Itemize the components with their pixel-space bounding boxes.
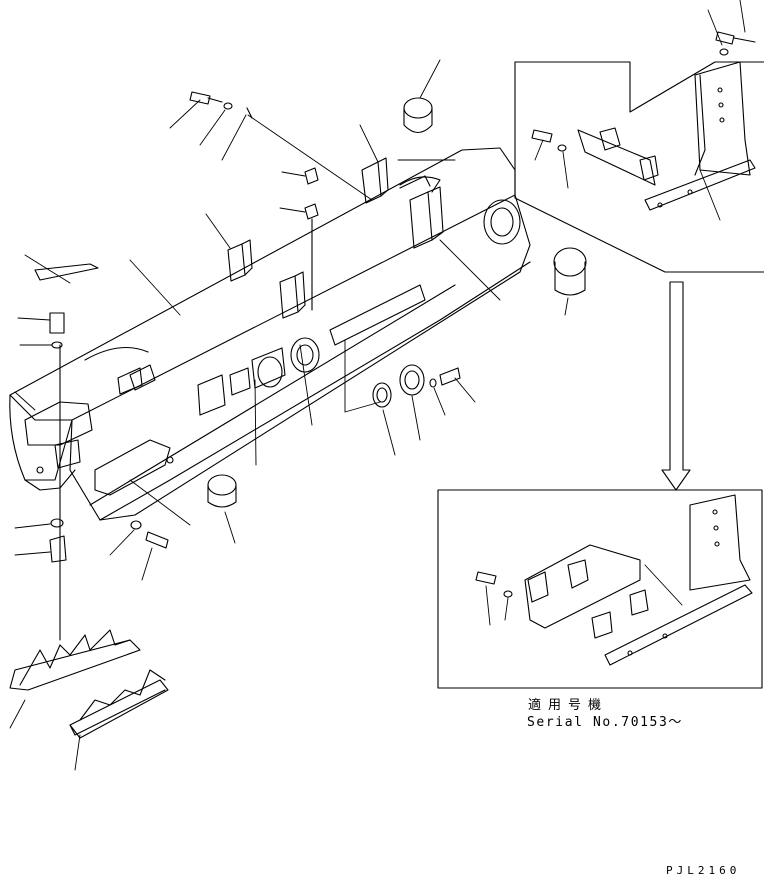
loose-parts xyxy=(34,91,587,641)
serial-number-label: Serial No.70153～ xyxy=(527,715,683,730)
inset-box-bottom xyxy=(437,489,763,689)
leader-lines xyxy=(9,0,746,771)
roller-brackets xyxy=(227,157,444,319)
drawing-code: PJL2160 xyxy=(666,864,741,877)
down-arrow xyxy=(661,281,691,491)
inset-box-top xyxy=(514,31,764,273)
track-guards xyxy=(9,629,169,739)
applicable-model-label: 適用号機 xyxy=(528,698,609,713)
track-frame xyxy=(9,147,531,521)
